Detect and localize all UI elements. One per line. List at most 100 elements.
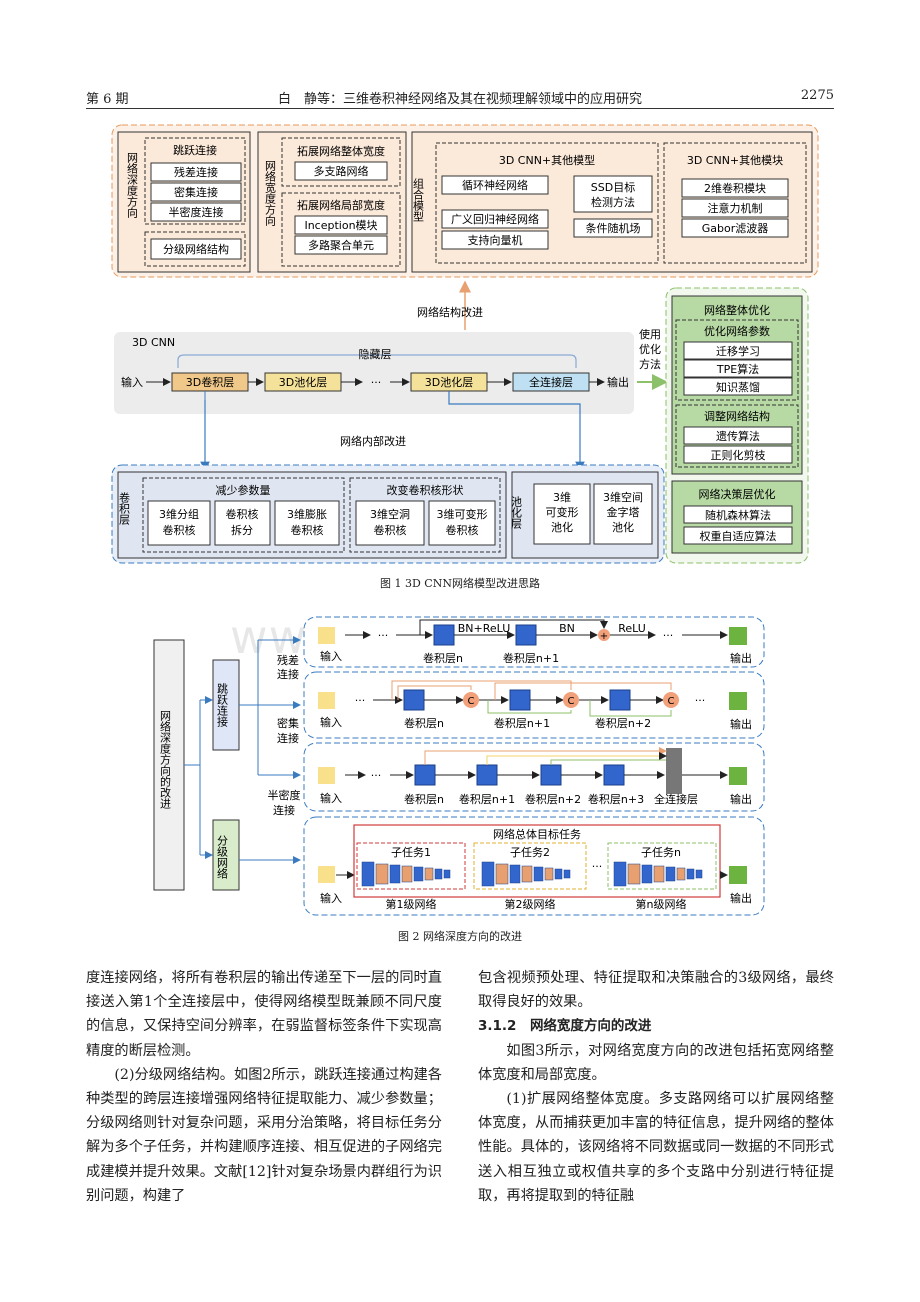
paragraph: 度连接网络，将所有卷积层的输出传递至下一层的同时直接送入第1个全连接层中，使得网… xyxy=(86,970,442,1059)
pool-layer-label: 池化层 xyxy=(510,496,523,530)
shape-title: 改变卷积核形状 xyxy=(387,483,464,497)
svg-text:子任务n: 子任务n xyxy=(641,846,681,859)
figure-1-caption: 图 1 3D CNN网络模型改进思路 xyxy=(380,577,540,590)
paragraph: 如图3所示，对网络宽度方向的改进包括拓宽网络整体宽度和局部宽度。 xyxy=(478,1042,834,1083)
width-overall: 拓展网络整体宽度 xyxy=(297,144,385,158)
multi-branch: 多支路网络 xyxy=(314,164,369,178)
paragraph: 包含视频预处理、特征提取和决策融合的3级网络，最终取得良好的效果。 xyxy=(478,970,834,1011)
bnrelu: BN+ReLU xyxy=(458,622,511,635)
left-column: 度连接网络，将所有卷积层的输出传递至下一层的同时直接送入第1个全连接层中，使得网… xyxy=(86,966,442,1208)
svg-text:3维空间: 3维空间 xyxy=(603,490,643,504)
grnn: 广义回归神经网络 xyxy=(451,212,539,226)
param-item: 迁移学习 xyxy=(716,344,760,358)
ellipsis: ··· xyxy=(371,376,382,389)
target-label: 网络总体目标任务 xyxy=(493,827,581,841)
svg-text:输出: 输出 xyxy=(730,891,752,905)
svg-text:3维空洞: 3维空洞 xyxy=(370,507,410,521)
section-heading: 3.1.2 网络宽度方向的改进 xyxy=(478,1014,834,1038)
depth-dir-label: 网络深度方向 xyxy=(126,152,139,218)
conv-layer-label: 卷积层 xyxy=(118,491,131,526)
svg-text:优化: 优化 xyxy=(639,342,661,356)
skip-box-label: 跳跃连接 xyxy=(216,682,229,728)
cnn-box xyxy=(114,332,634,414)
svg-text:子任务2: 子任务2 xyxy=(510,846,550,859)
adj-struct: 调整网络结构 xyxy=(704,409,770,423)
figure-1: 网络深度方向 跳跃连接 残差连接 密集连接 半密度连接 分级网络结构 网络宽度方… xyxy=(111,124,819,564)
other-models: 3D CNN+其他模型 xyxy=(499,153,595,167)
svg-text:全连接层: 全连接层 xyxy=(654,792,698,806)
svg-text:输出: 输出 xyxy=(730,792,752,806)
skip-item: 残差连接 xyxy=(174,165,218,179)
figure-2-caption: 图 2 网络深度方向的改进 xyxy=(398,930,522,943)
svg-text:第2级网络: 第2级网络 xyxy=(505,897,556,911)
hier-structure: 分级网络结构 xyxy=(163,242,229,256)
svg-text:第1级网络: 第1级网络 xyxy=(386,897,437,911)
crf: 条件随机场 xyxy=(586,221,641,235)
module-item: Gabor滤波器 xyxy=(702,222,769,235)
bn: BN xyxy=(559,622,575,635)
pool-layer-2: 3D池化层 xyxy=(425,375,473,389)
svg-text:卷积层n+1: 卷积层n+1 xyxy=(459,792,515,806)
ellipsis: ··· xyxy=(663,629,674,642)
decision-opt: 网络决策层优化 xyxy=(699,487,776,501)
hidden-label: 隐藏层 xyxy=(359,348,392,361)
skip-title: 跳跃连接 xyxy=(173,143,217,157)
issue-number: 第 6 期 xyxy=(86,92,129,107)
fig2-main-label: 网络深度方向的改进 xyxy=(159,710,172,809)
svg-text:卷积层n+2: 卷积层n+2 xyxy=(595,716,651,730)
svg-text:池化: 池化 xyxy=(551,520,573,534)
svg-text:金字塔: 金字塔 xyxy=(607,505,640,519)
svg-text:3维分组: 3维分组 xyxy=(159,507,199,521)
width-local: 拓展网络局部宽度 xyxy=(297,198,385,212)
struct-item: 正则化剪枝 xyxy=(711,448,766,462)
svg-text:池化: 池化 xyxy=(612,520,634,534)
right-column: 包含视频预处理、特征提取和决策融合的3级网络，最终取得良好的效果。 3.1.2 … xyxy=(478,966,834,1208)
svg-text:第n级网络: 第n级网络 xyxy=(636,897,687,911)
svg-text:卷积核: 卷积核 xyxy=(446,523,479,537)
section-title: 网络宽度方向的改进 xyxy=(529,1018,652,1035)
svg-text:C: C xyxy=(568,696,575,707)
module-item: 2维卷积模块 xyxy=(704,181,766,195)
width-dir-label: 网络宽度方向 xyxy=(264,160,277,226)
running-header: 第 6 期 白 静等：三维卷积神经网络及其在视频理解领域中的应用研究 2275 xyxy=(86,86,834,109)
skip-item: 密集连接 xyxy=(174,185,218,199)
svg-text:子任务1: 子任务1 xyxy=(391,846,431,859)
rnn: 循环神经网络 xyxy=(462,178,528,192)
svg-text:C: C xyxy=(668,696,675,707)
param-item: 知识蒸馏 xyxy=(716,380,760,394)
svg-text:密集: 密集 xyxy=(277,716,299,730)
page-number: 2275 xyxy=(800,88,834,103)
overall-opt: 网络整体优化 xyxy=(704,303,770,317)
svg-text:···: ··· xyxy=(371,769,382,782)
output-label: 输出 xyxy=(730,651,752,665)
svg-text:···: ··· xyxy=(592,860,603,873)
conv-n1: 卷积层n+1 xyxy=(503,651,559,665)
cnn-label: 3D CNN xyxy=(132,336,175,349)
svg-text:卷积层n: 卷积层n xyxy=(404,716,444,730)
svg-text:连接: 连接 xyxy=(277,732,299,745)
svg-text:输入: 输入 xyxy=(320,791,342,805)
svg-text:3维可变形: 3维可变形 xyxy=(437,507,488,521)
svg-text:连接: 连接 xyxy=(277,668,299,681)
pool-layer-1: 3D池化层 xyxy=(279,375,327,389)
conv-n: 卷积层n xyxy=(423,651,463,665)
svg-text:输出: 输出 xyxy=(730,717,752,731)
svg-text:3维: 3维 xyxy=(553,491,571,504)
svg-text:卷积层n+3: 卷积层n+3 xyxy=(588,792,644,806)
svg-text:输入: 输入 xyxy=(320,891,342,905)
svg-text:检测方法: 检测方法 xyxy=(591,195,635,209)
ssd: SSD目标 xyxy=(591,180,635,194)
decision-item: 权重自适应算法 xyxy=(700,529,777,543)
svg-text:···: ··· xyxy=(355,694,366,707)
conv-layer: 3D卷积层 xyxy=(186,375,234,389)
svg-text:3维膨胀: 3维膨胀 xyxy=(287,507,327,521)
module-item: 注意力机制 xyxy=(708,201,763,215)
svg-text:卷积层n: 卷积层n xyxy=(404,792,444,806)
multipath: 多路聚合单元 xyxy=(308,238,374,252)
svg-text:卷积核: 卷积核 xyxy=(291,523,324,537)
input-label: 输入 xyxy=(320,649,342,663)
svg-text:卷积核: 卷积核 xyxy=(226,507,259,521)
decision-item: 随机森林算法 xyxy=(705,508,771,522)
svm: 支持向量机 xyxy=(468,233,523,247)
